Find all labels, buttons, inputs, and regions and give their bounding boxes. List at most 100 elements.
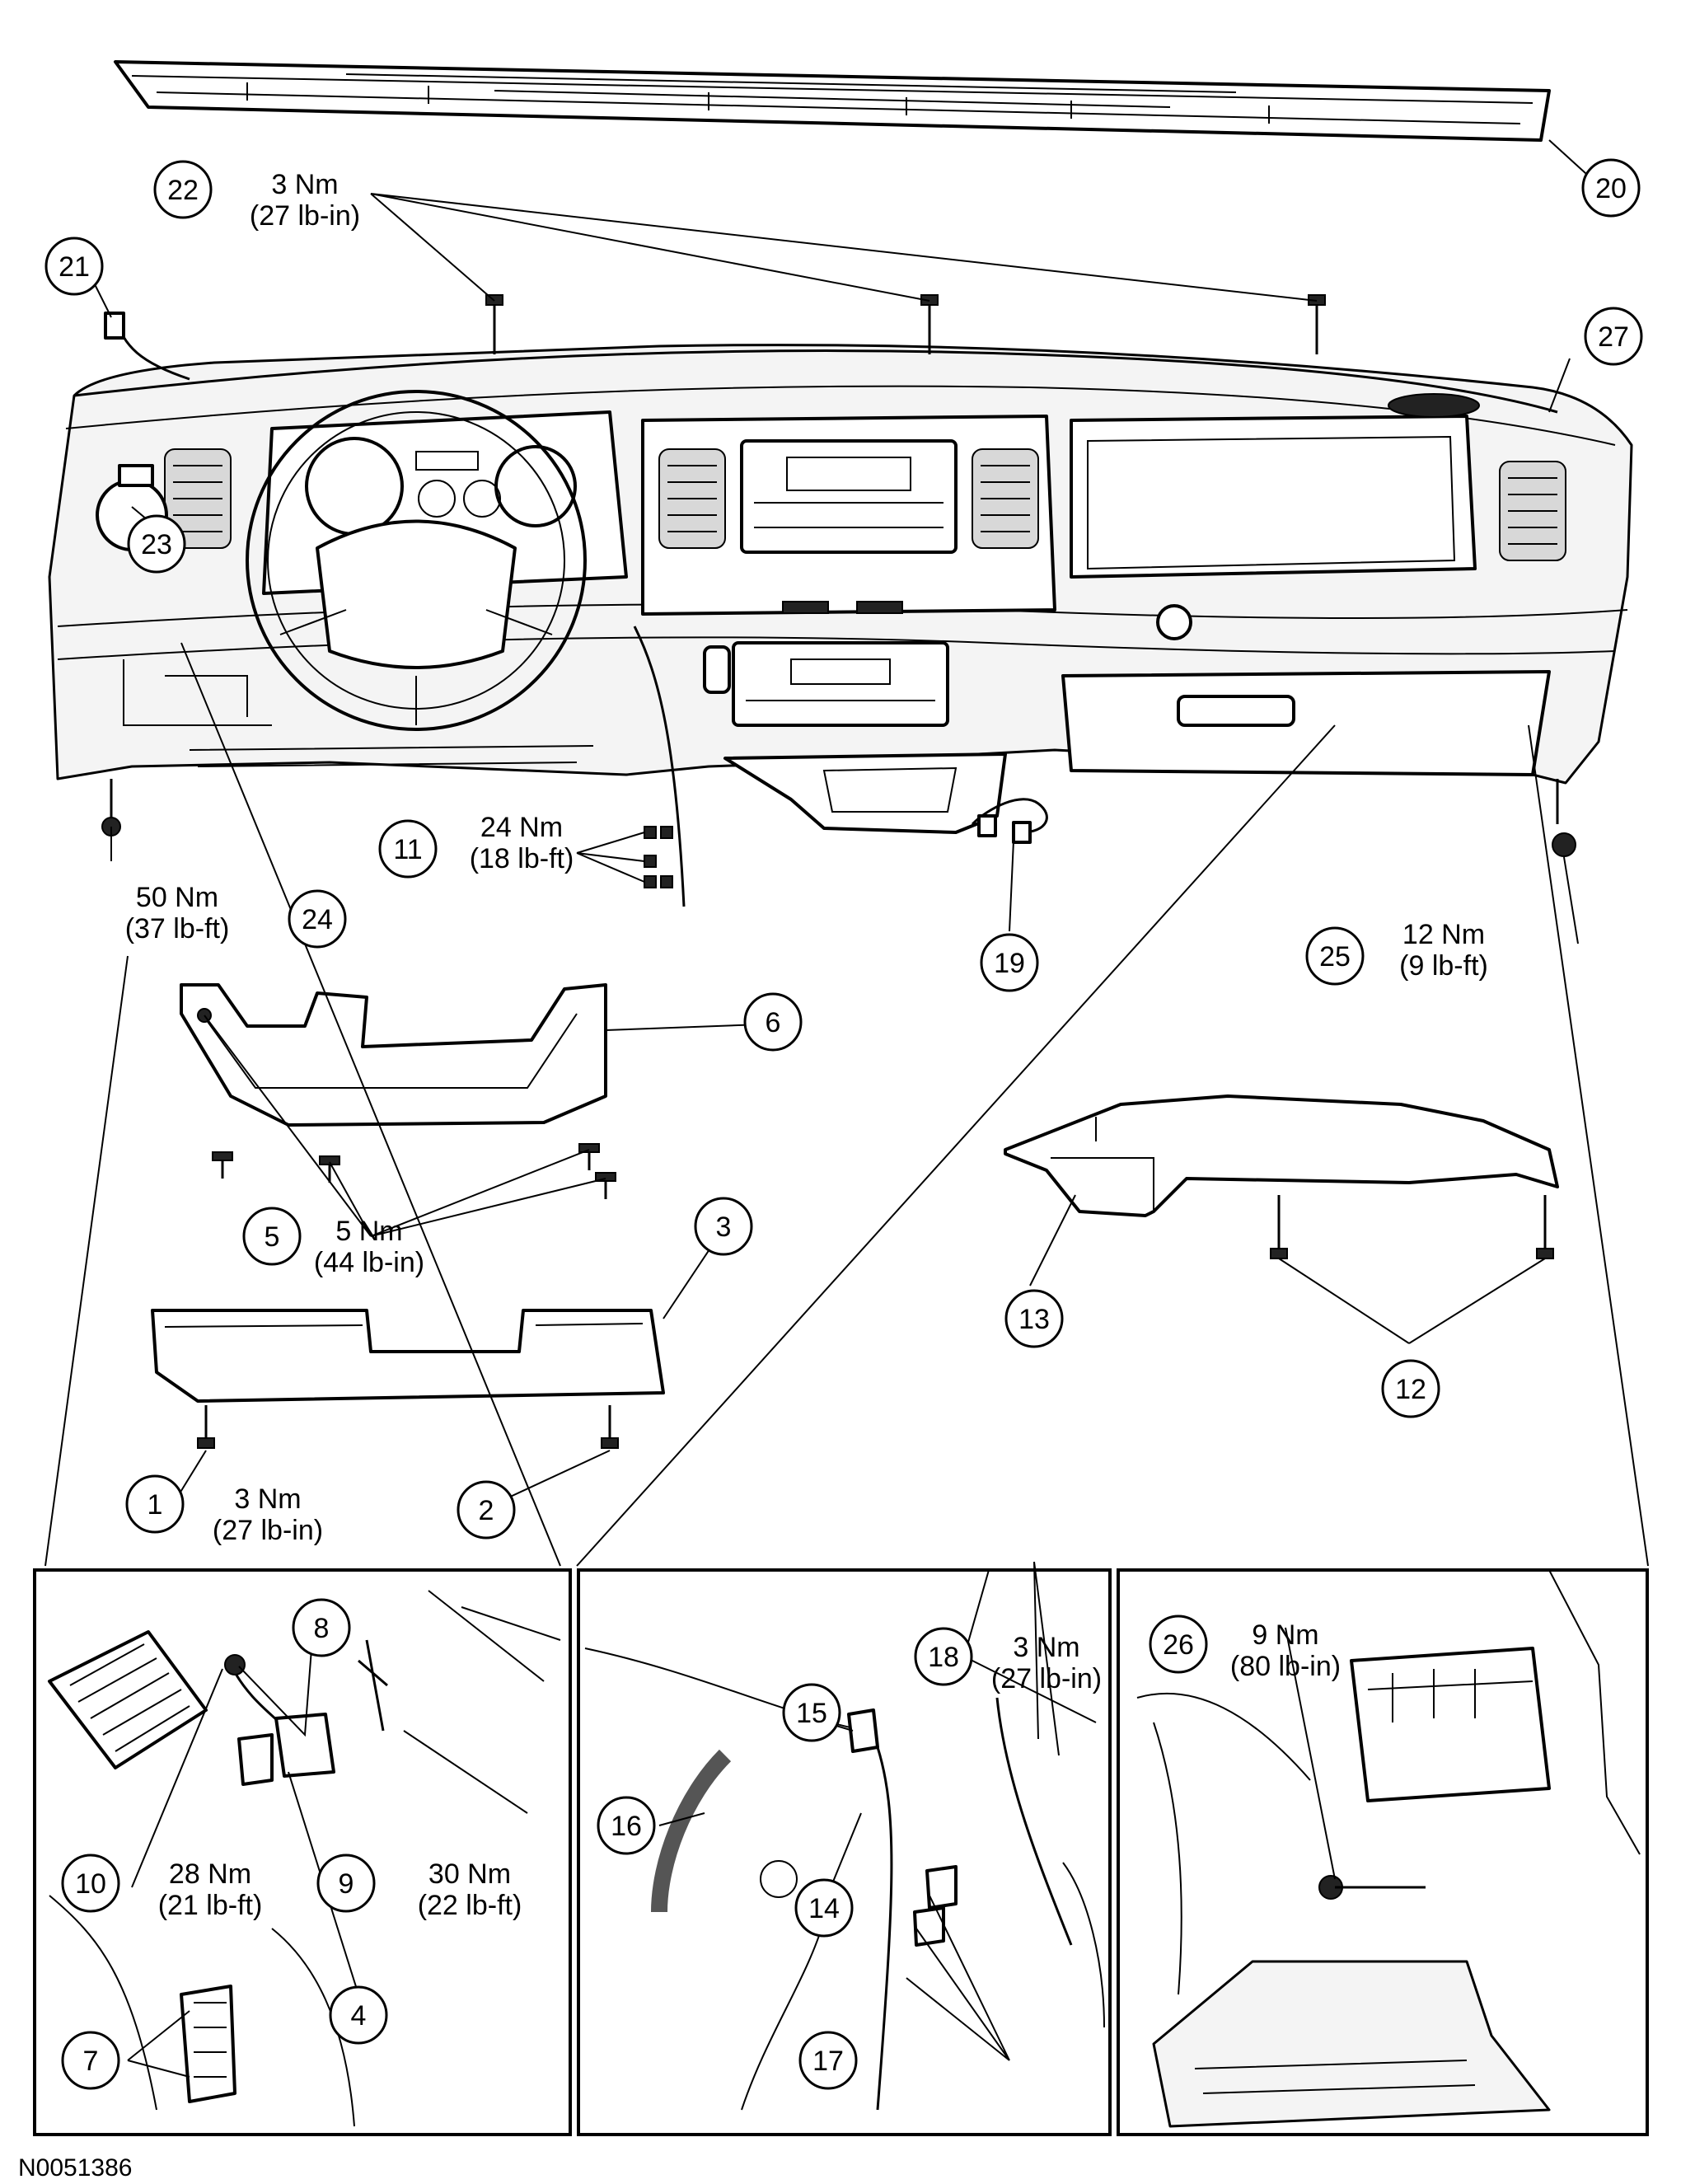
torque-imperial: (9 lb-ft) — [1399, 950, 1488, 982]
callout-19: 19 — [980, 933, 1039, 992]
torque-spec-9: 30 Nm(22 lb-ft) — [418, 1858, 522, 1921]
bolt-22-group — [485, 294, 1326, 354]
callout-number: 1 — [147, 1489, 163, 1521]
torque-imperial: (37 lb-ft) — [125, 913, 230, 944]
torque-imperial: (22 lb-ft) — [418, 1890, 522, 1921]
defroster-grille-part — [114, 60, 1551, 142]
torque-spec-18: 3 Nm(27 lb-in) — [991, 1632, 1102, 1694]
callout-circle — [292, 1598, 351, 1657]
callout-4: 4 — [329, 1985, 388, 2045]
callout-circle — [694, 1197, 753, 1256]
callout-number: 9 — [339, 1868, 354, 1900]
callout-number: 3 — [716, 1212, 732, 1243]
callout-circle — [153, 160, 213, 219]
torque-imperial: (80 lb-in) — [1230, 1651, 1341, 1682]
torque-spec-25: 12 Nm(9 lb-ft) — [1399, 919, 1488, 982]
callout-21: 21 — [44, 237, 104, 296]
torque-imperial: (27 lb-in) — [991, 1663, 1102, 1694]
callout-number: 8 — [314, 1613, 330, 1644]
callout-number: 13 — [1018, 1304, 1050, 1335]
torque-metric: 9 Nm — [1252, 1619, 1318, 1651]
callout-2: 2 — [457, 1480, 516, 1540]
callout-number: 20 — [1595, 173, 1627, 204]
bolt-5-group — [212, 1143, 616, 1199]
callout-number: 18 — [928, 1642, 959, 1673]
callout-15: 15 — [782, 1683, 841, 1742]
callout-number: 12 — [1395, 1374, 1426, 1405]
connector-21 — [104, 312, 125, 340]
torque-imperial: (18 lb-ft) — [470, 843, 574, 874]
callout-circle — [1149, 1615, 1208, 1674]
callout-18: 18 — [914, 1627, 973, 1686]
callout-27: 27 — [1584, 307, 1643, 366]
torque-metric: 3 Nm — [234, 1483, 301, 1515]
callout-3: 3 — [694, 1197, 753, 1256]
callout-circle — [798, 2031, 858, 2090]
callout-number: 26 — [1163, 1629, 1194, 1661]
callout-circle — [61, 2031, 120, 2090]
torque-metric: 28 Nm — [169, 1858, 251, 1890]
callout-circle — [457, 1480, 516, 1540]
callout-number: 4 — [351, 2000, 367, 2032]
callout-circle — [1584, 307, 1643, 366]
callout-22: 22 — [153, 160, 213, 219]
callout-number: 17 — [812, 2046, 844, 2077]
callout-number: 11 — [393, 834, 422, 865]
torque-metric: 12 Nm — [1402, 919, 1485, 950]
callout-26: 26 — [1149, 1615, 1208, 1674]
torque-metric: 50 Nm — [136, 882, 218, 913]
callout-17: 17 — [798, 2031, 858, 2090]
torque-spec-22: 3 Nm(27 lb-in) — [250, 169, 360, 232]
callout-number: 22 — [167, 175, 199, 206]
torque-metric: 30 Nm — [428, 1858, 511, 1890]
torque-metric: 3 Nm — [271, 169, 338, 200]
callout-circle — [782, 1683, 841, 1742]
knee-bolster-3 — [151, 1309, 665, 1403]
figure-id: N0051386 — [18, 2154, 132, 2182]
callout-number: 24 — [302, 904, 333, 935]
callout-23: 23 — [127, 514, 186, 574]
callout-circle — [127, 514, 186, 574]
callout-14: 14 — [794, 1878, 854, 1938]
callout-20: 20 — [1581, 158, 1641, 218]
callout-5: 5 — [242, 1207, 302, 1266]
leader-lines — [44, 139, 1649, 1567]
callout-circle — [1581, 158, 1641, 218]
callout-circle — [329, 1985, 388, 2045]
callout-circle — [597, 1796, 656, 1855]
callout-number: 15 — [796, 1698, 827, 1729]
callout-24: 24 — [288, 889, 347, 949]
callout-circle — [242, 1207, 302, 1266]
callout-25: 25 — [1305, 926, 1365, 986]
callout-circle — [1381, 1359, 1440, 1418]
torque-spec-24: 50 Nm(37 lb-ft) — [125, 882, 230, 944]
torque-imperial: (27 lb-in) — [250, 200, 360, 232]
torque-spec-26: 9 Nm(80 lb-in) — [1230, 1619, 1341, 1682]
callout-circle — [1004, 1289, 1064, 1348]
callout-circle — [44, 237, 104, 296]
callout-6: 6 — [743, 992, 803, 1052]
nut-25 — [1552, 779, 1576, 857]
steering-wheel — [246, 390, 587, 731]
callout-number: 25 — [1319, 941, 1351, 972]
callout-7: 7 — [61, 2031, 120, 2090]
callout-8: 8 — [292, 1598, 351, 1657]
callout-16: 16 — [597, 1796, 656, 1855]
torque-spec-1: 3 Nm(27 lb-in) — [213, 1483, 323, 1546]
torque-metric: 5 Nm — [335, 1216, 402, 1247]
torque-metric: 3 Nm — [1013, 1632, 1079, 1663]
callout-number: 10 — [75, 1868, 106, 1900]
callout-number: 5 — [265, 1221, 280, 1253]
inset-left-drawing — [48, 1590, 561, 2127]
inset-right-drawing — [1136, 1569, 1641, 2128]
callout-10: 10 — [61, 1854, 120, 1913]
harness-19 — [971, 798, 1048, 834]
torque-imperial: (27 lb-in) — [213, 1515, 323, 1546]
torque-imperial: (21 lb-ft) — [158, 1890, 263, 1921]
torque-spec-11: 24 Nm(18 lb-ft) — [470, 812, 574, 874]
callout-circle — [1305, 926, 1365, 986]
torque-spec-10: 28 Nm(21 lb-ft) — [158, 1858, 263, 1921]
callout-1: 1 — [125, 1474, 185, 1534]
callout-circle — [288, 889, 347, 949]
